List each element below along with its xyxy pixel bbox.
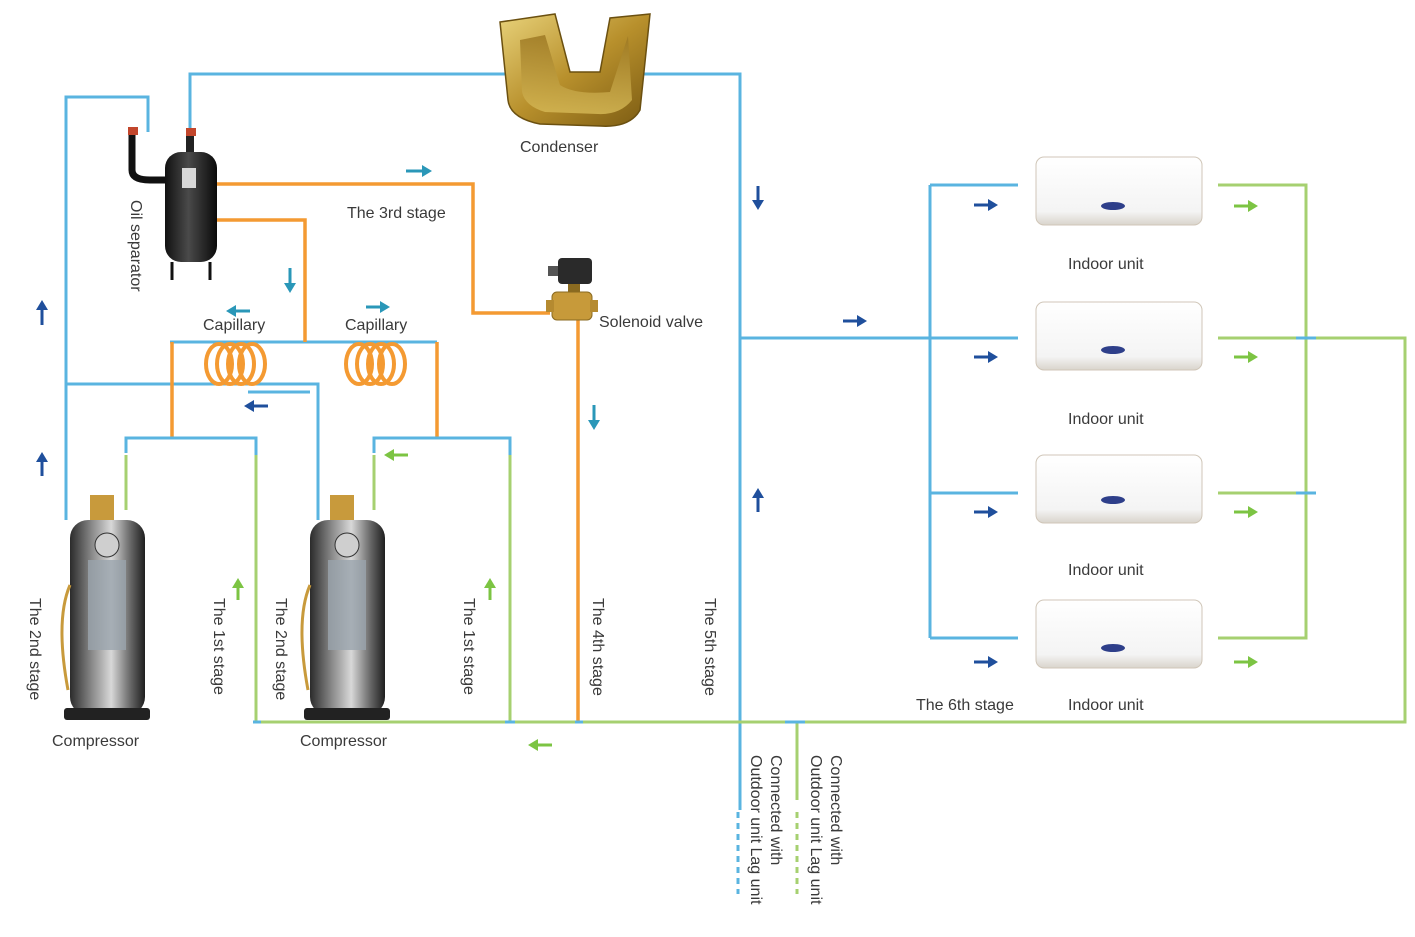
arrow-down-icon xyxy=(284,268,296,293)
third-stage-label: The 3rd stage xyxy=(347,205,446,222)
arrow-right-icon xyxy=(843,315,867,327)
arrow-right-icon xyxy=(1234,506,1258,518)
fourth-stage-label: The 4th stage xyxy=(589,598,606,696)
solenoid-valve-label: Solenoid valve xyxy=(599,314,703,331)
arrow-up-icon xyxy=(36,300,48,325)
condenser xyxy=(499,13,651,127)
indoor-unit-1-label: Indoor unit xyxy=(1068,256,1144,273)
arrow-right-icon xyxy=(1234,656,1258,668)
green-pipes xyxy=(124,183,1407,894)
arrow-left-icon xyxy=(528,739,552,751)
oil-separator-label: Oil separator xyxy=(127,200,144,292)
arrow-right-icon xyxy=(406,165,432,177)
arrow-up-icon xyxy=(232,578,244,600)
first-stage-left-label: The 1st stage xyxy=(210,598,227,695)
indoor-unit-3 xyxy=(1035,454,1203,524)
arrow-right-icon xyxy=(1234,200,1258,212)
arrow-down-icon xyxy=(588,405,600,430)
arrow-down-icon xyxy=(752,186,764,210)
arrow-right-icon xyxy=(974,656,998,668)
lag-unit-green-label-line2: Outdoor unit Lag unit xyxy=(807,755,824,905)
sixth-stage-label: The 6th stage xyxy=(916,697,1014,714)
lag-unit-green-label-line1: Connected with xyxy=(827,755,844,865)
arrow-right-icon xyxy=(974,506,998,518)
lag-unit-blue-label-line2: Outdoor unit Lag unit xyxy=(747,755,764,905)
arrow-up-icon xyxy=(36,452,48,476)
fifth-stage-label: The 5th stage xyxy=(701,598,718,696)
flow-arrows xyxy=(36,165,1258,751)
arrow-right-icon xyxy=(974,199,998,211)
second-stage-right-label: The 2nd stage xyxy=(272,598,289,700)
capillary-coil-right xyxy=(344,342,407,386)
arrow-right-icon xyxy=(366,301,390,313)
indoor-unit-2 xyxy=(1035,301,1203,371)
arrow-right-icon xyxy=(1234,351,1258,363)
oil-separator xyxy=(128,127,217,280)
indoor-unit-4 xyxy=(1035,599,1203,669)
blue-pipes xyxy=(64,72,1018,894)
capillary-right-label: Capillary xyxy=(345,317,407,334)
arrow-left-icon xyxy=(384,449,408,461)
indoor-unit-2-label: Indoor unit xyxy=(1068,411,1144,428)
orange-pipes xyxy=(170,182,580,722)
pipe-joints xyxy=(170,336,1316,724)
lag-unit-blue-label-line1: Connected with xyxy=(767,755,784,865)
arrow-up-icon xyxy=(484,578,496,600)
arrow-left-icon xyxy=(226,305,250,317)
indoor-unit-4-label: Indoor unit xyxy=(1068,697,1144,714)
solenoid-valve xyxy=(546,258,598,321)
arrow-right-icon xyxy=(974,351,998,363)
compressor-right-label: Compressor xyxy=(300,733,388,750)
indoor-unit-1 xyxy=(1035,156,1203,226)
compressor-right xyxy=(300,495,390,720)
first-stage-right-label: The 1st stage xyxy=(460,598,477,695)
indoor-unit-3-label: Indoor unit xyxy=(1068,562,1144,579)
second-stage-left-label: The 2nd stage xyxy=(26,598,43,700)
compressor-left xyxy=(60,495,150,720)
capillary-coil-left xyxy=(204,342,267,386)
capillary-left-label: Capillary xyxy=(203,317,265,334)
compressor-left-label: Compressor xyxy=(52,733,140,750)
arrow-up-icon xyxy=(752,488,764,512)
condenser-label: Condenser xyxy=(520,139,599,156)
arrow-left-icon xyxy=(244,400,268,412)
